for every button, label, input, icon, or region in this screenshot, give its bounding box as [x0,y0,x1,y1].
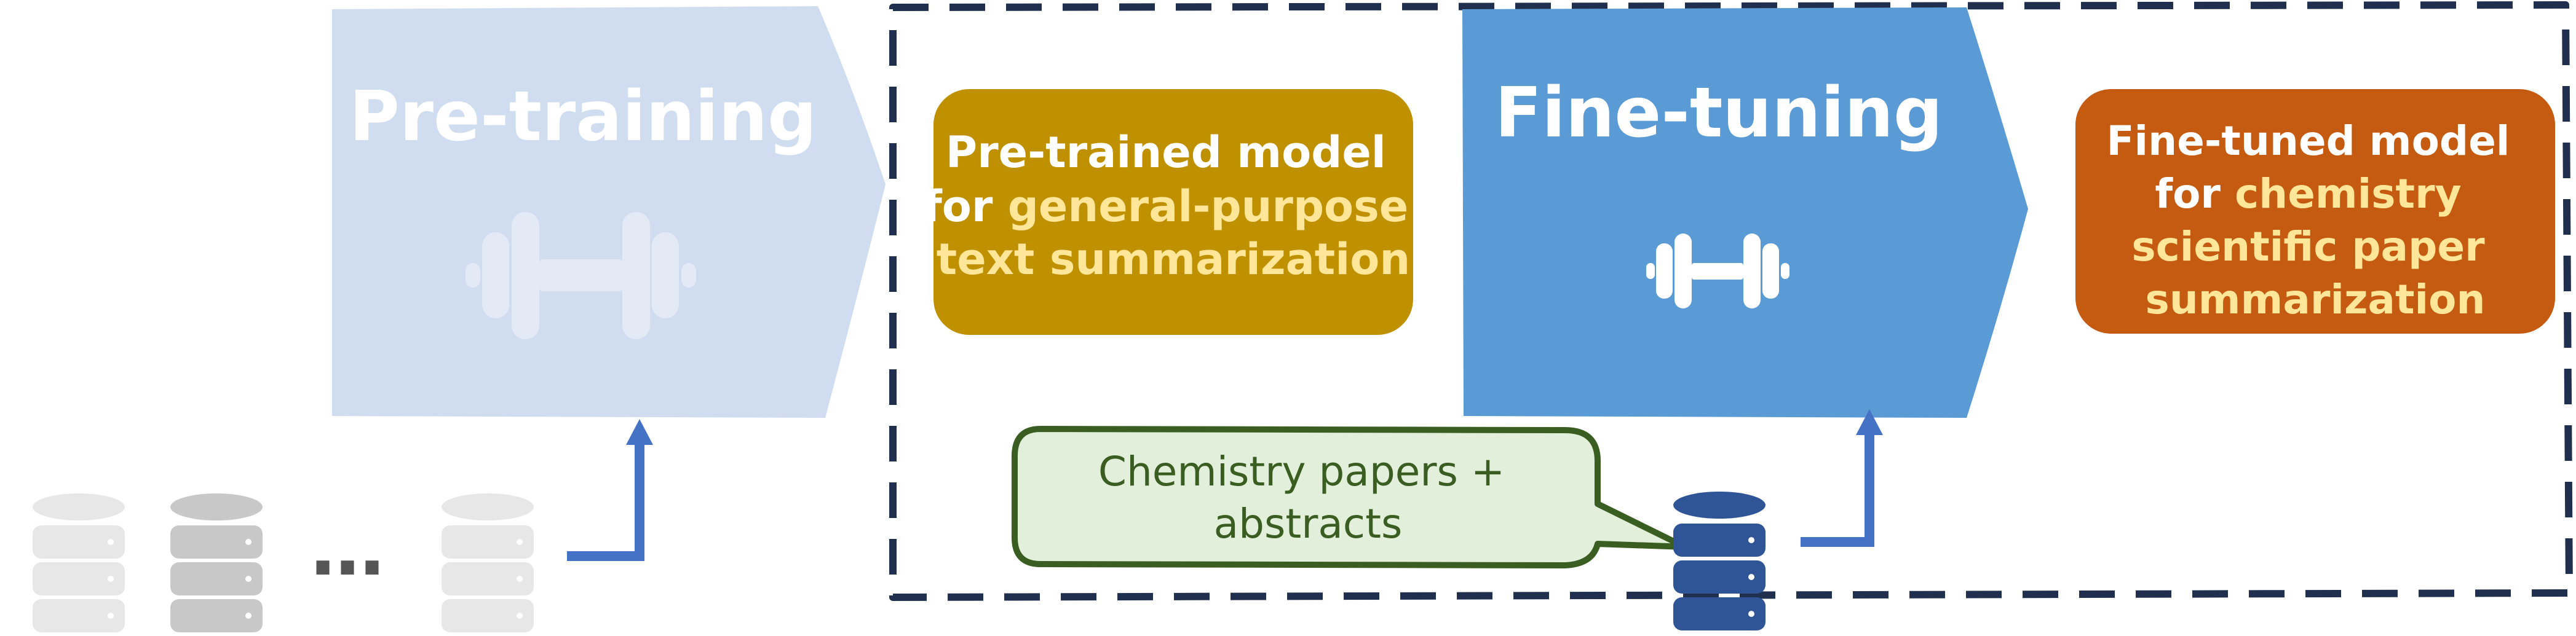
finetuned-model-line2-highlight: chemistry [2235,170,2462,218]
pretraining-dumbbell-icon [466,212,696,339]
finetuning-title: Fine-tuning [1495,73,1943,153]
pretraining-title: Pre-training [349,77,817,157]
database-icon [33,493,125,632]
pretraining-arrow-shape [332,6,886,418]
pretrained-model-line2-prefix: for [923,181,1007,232]
pretrained-model-line3: text summarization [937,234,1410,285]
pretrained-model-label: Pre-trained model for general-purpose te… [923,127,1423,285]
finetuned-model-label: Fine-tuned model for chemistry scientifi… [2106,117,2524,323]
pretrained-model-box [933,89,1413,335]
more-databases-ellipsis: … [311,507,384,592]
pretrained-model-line2-highlight: general-purpose [1008,181,1409,232]
database-icon [442,493,534,632]
finetuning-data-arrow [1801,409,1883,547]
finetuning-stage-dashed-border [889,1,2573,601]
finetuned-model-box [2075,89,2555,334]
chemistry-database-icon [1673,492,1766,630]
pretrained-model-line2: for general-purpose [923,181,1423,232]
pretrained-model-line1: Pre-trained model [946,127,1386,178]
bubble-line2: abstracts [1214,500,1403,548]
finetuned-model-line2-prefix: for [2155,170,2235,218]
chemistry-data-speech-bubble [1012,426,1688,568]
finetuning-dumbbell-icon [1646,234,1789,308]
bubble-line1: Chemistry papers + [1098,448,1505,495]
pretraining-data-arrow [567,419,653,561]
finetuning-arrow-shape [1462,7,2028,418]
finetuned-model-line3: scientific paper [2131,223,2485,270]
finetuned-model-line2: for chemistry [2155,170,2475,218]
finetuned-model-line1: Fine-tuned model [2106,117,2510,165]
database-icon [170,493,263,632]
chemistry-data-bubble-text: Chemistry papers + abstracts [1098,448,1518,548]
finetuned-model-line4: summarization [2146,276,2486,323]
